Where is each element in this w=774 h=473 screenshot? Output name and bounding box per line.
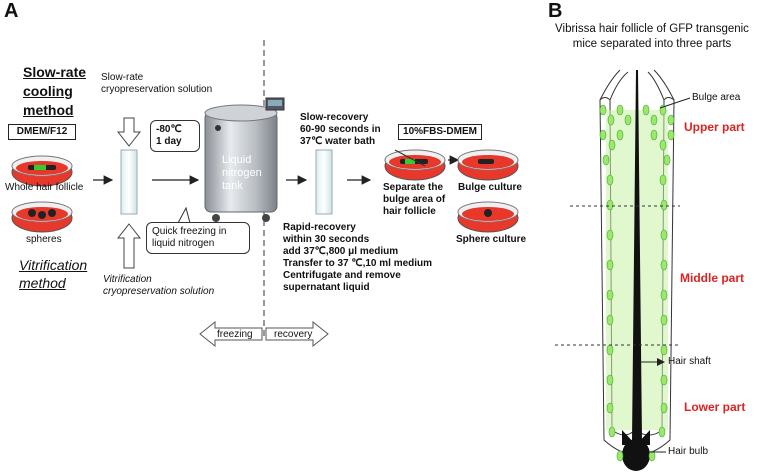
spheres-label: spheres (26, 234, 62, 245)
slow-recovery-block: Slow-recovery 60-90 seconds in 37℃ water… (300, 112, 381, 148)
bulge-area-label: Bulge area (692, 92, 741, 103)
separation-dish (384, 149, 446, 181)
freezing-label: freezing (217, 329, 253, 340)
slow-solution-label-1: Slow-rate (101, 72, 144, 83)
recovery-label: recovery (274, 329, 313, 340)
vit-solution-label-1: Vitrification (103, 274, 152, 285)
freezing-arrow (199, 320, 263, 348)
tank-label-1: Liquid (222, 154, 252, 166)
rapid-recovery-3: add 37℃,800 μl medium (283, 246, 399, 257)
rapid-recovery-4: Transfer to 37 ℃,10 ml medium (283, 258, 433, 269)
quick-freeze-line-1: Quick freezing in (152, 226, 227, 237)
slow-recovery-3: 37℃ water bath (300, 136, 376, 147)
vibrissa-follicle (599, 69, 675, 471)
bulge-culture-dish (457, 149, 519, 181)
vit-solution-label-2: cryopreservation solution (103, 286, 215, 297)
temp-callout: -80℃ 1 day (150, 120, 200, 152)
temp-line-1: -80℃ (156, 124, 182, 135)
slow-recovery-2: 60-90 seconds in (300, 124, 381, 135)
gfp-cells (599, 104, 675, 462)
panel-b-title-1: Vibrissa hair follicle of GFP transgenic (555, 23, 749, 35)
sphere-culture-label: Sphere culture (456, 234, 527, 245)
panel-b-letter: B (548, 0, 563, 22)
separate-3: hair follicle (383, 206, 436, 217)
middle-part-label: Middle part (680, 271, 745, 285)
whole-follicle-label: Whole hair follicle (5, 182, 84, 193)
rapid-recovery-5: Centrifugate and remove (283, 270, 401, 281)
liquid-nitrogen-tank (204, 97, 285, 222)
quick-freeze-line-2: liquid nitrogen (152, 238, 215, 249)
rapid-recovery-1: Rapid-recovery (283, 222, 356, 233)
tank-label-2: nitrogen (222, 167, 262, 179)
recovery-arrow (265, 320, 329, 348)
slow-solution-label-2: cryopreservation solution (101, 84, 213, 95)
separate-1: Separate the (383, 182, 444, 193)
lower-part-label: Lower part (684, 400, 746, 414)
upper-part-label: Upper part (684, 120, 745, 134)
slow-rate-title-3: method (23, 102, 74, 118)
panel-b-title: Vibrissa hair follicle of GFP transgenic… (530, 22, 774, 52)
cryotube-left (120, 149, 138, 215)
panel-b-title-2: mice separated into three parts (572, 38, 732, 50)
hair-shaft-label: Hair shaft (668, 356, 711, 367)
vitrification-solution-arrow (116, 223, 142, 269)
rapid-recovery-6: supernatant liquid (283, 282, 370, 293)
cryotube-right (315, 149, 333, 215)
temp-line-2: 1 day (156, 136, 182, 147)
quick-freeze-callout: Quick freezing in liquid nitrogen (146, 222, 250, 254)
fbs-box: 10%FBS-DMEM (398, 124, 482, 140)
sphere-culture-dish (457, 201, 519, 233)
hair-bulb-label: Hair bulb (668, 446, 709, 457)
vitrification-title-2: method (19, 275, 66, 291)
slow-solution-arrow (116, 117, 142, 147)
medium-box: DMEM/F12 (8, 124, 76, 140)
separate-2: bulge area of (383, 194, 446, 205)
vitrification-title-1: Vitrification (19, 257, 88, 273)
slow-recovery-1: Slow-recovery (300, 112, 369, 123)
rapid-recovery-2: within 30 seconds (283, 234, 370, 245)
tank-label-3: tank (222, 180, 243, 192)
panel-a-letter: A (4, 0, 19, 22)
tank-label: Liquid nitrogen tank (222, 154, 262, 193)
separate-block: Separate the bulge area of hair follicle (383, 182, 445, 218)
rapid-recovery-block: Rapid-recovery within 30 seconds add 37℃… (283, 222, 432, 294)
bulge-culture-label: Bulge culture (458, 182, 522, 193)
slow-rate-title-1: Slow-rate (23, 64, 87, 80)
whole-follicle-dish (11, 155, 73, 187)
spheres-dish (11, 201, 73, 233)
slow-rate-title-2: cooling (23, 83, 73, 99)
